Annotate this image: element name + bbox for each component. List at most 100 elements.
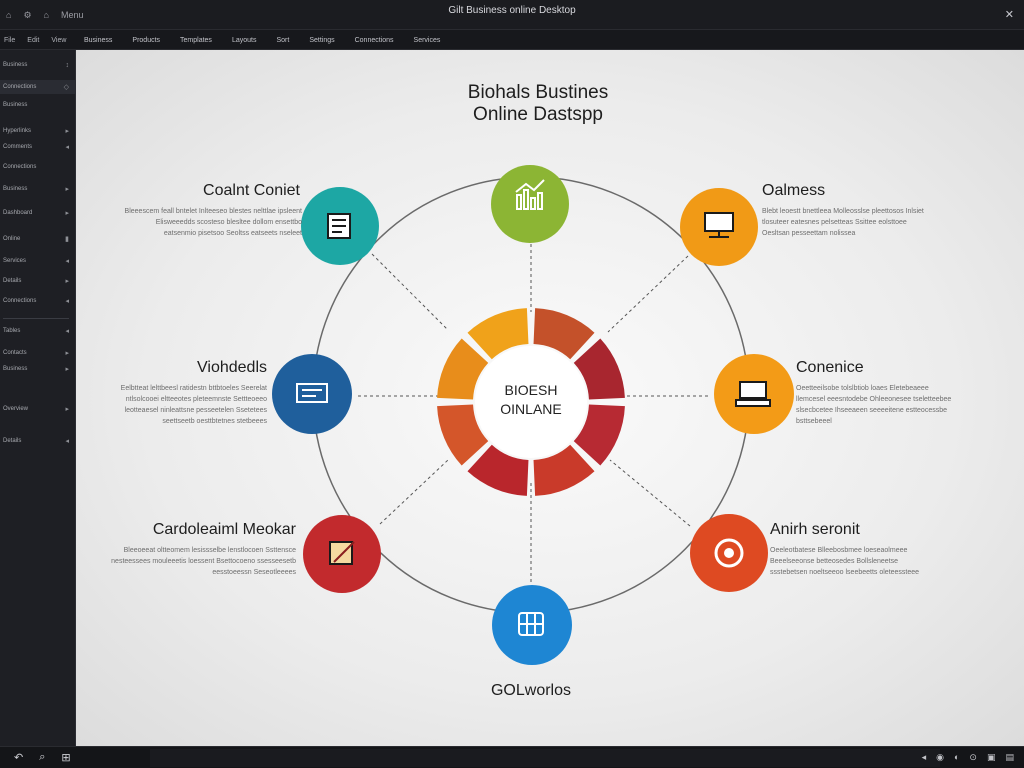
sidebar-row[interactable]: Services◂ — [0, 254, 76, 268]
sidebar-row-control-icon[interactable]: ▸ — [65, 278, 69, 285]
tray-record-icon[interactable]: ◉ — [936, 752, 944, 762]
sidebar-row[interactable]: Details◂ — [0, 434, 76, 448]
apps-icon[interactable]: ⊞ — [61, 752, 71, 764]
menu-label[interactable]: Menu — [60, 10, 84, 20]
search-icon[interactable]: ⌕ — [39, 751, 46, 763]
pen-icon — [329, 541, 355, 565]
menu-item[interactable]: Connections — [354, 36, 394, 44]
sidebar-row-label: Comments — [3, 144, 33, 150]
menu-items: Business Products Templates Layouts Sort… — [84, 30, 440, 50]
sidebar-row-control-icon[interactable]: ↕ — [65, 61, 70, 69]
label-mid-left: Viohdedls Eelbtteat lelttbeesl ratidestn… — [92, 359, 267, 427]
sidebar-row-label: Dashboard — [3, 210, 33, 216]
sidebar-row[interactable]: Business▸ — [0, 182, 76, 196]
label-top-right-title: Oalmess — [762, 182, 826, 199]
menu-item[interactable]: Business — [84, 36, 113, 44]
sidebar-row[interactable]: Hyperlinks▸ — [0, 124, 76, 138]
tray-brightness-icon[interactable]: ◐ — [953, 752, 960, 762]
node-top[interactable] — [491, 165, 569, 243]
label-bottom-left-desc: Bleeoeeat oltteomem lesissselbe lenstloc… — [111, 547, 296, 576]
sidebar-row-control-icon[interactable]: ▸ — [65, 366, 69, 373]
sidebar-divider — [3, 318, 69, 319]
chart-icon — [515, 179, 545, 210]
sidebar-row[interactable]: Connections — [0, 160, 76, 174]
node-bottom-right[interactable] — [690, 514, 768, 592]
tray-list-icon[interactable]: ▤ — [1005, 752, 1014, 762]
document-icon — [327, 213, 351, 239]
node-bottom-left[interactable] — [303, 515, 381, 593]
sidebar-row-control-icon[interactable]: ▮ — [65, 236, 69, 243]
sidebar-row[interactable]: Business↕ — [0, 58, 76, 72]
sidebar-row[interactable]: Tables◂ — [0, 324, 76, 338]
sidebar-row-label: Online — [3, 236, 21, 242]
sidebar-row-control-icon[interactable]: ◂ — [65, 144, 69, 151]
label-mid-right-desc: Oeetteeilsobe tolslbtiob loaes Eletebeae… — [796, 385, 952, 425]
sidebar-row-control-icon[interactable]: ▸ — [65, 406, 69, 413]
menu-item[interactable]: Settings — [309, 36, 335, 44]
menu-edit[interactable]: Edit — [27, 36, 40, 44]
sidebar-row[interactable]: Business▸ — [0, 362, 76, 376]
sidebar-row-label: Connections — [3, 298, 37, 304]
sidebar-row-control-icon[interactable]: ◂ — [65, 438, 69, 445]
label-bottom-right: Anirh seronit Oeeleotbatese Blleebosbmee… — [770, 521, 930, 578]
sidebar-row[interactable]: Business — [0, 98, 76, 112]
sidebar-row-label: Contacts — [3, 350, 27, 356]
menu-item[interactable]: Sort — [276, 36, 290, 44]
sidebar-row[interactable]: Details ▸ — [0, 274, 76, 288]
sidebar-row[interactable]: Comments ◂ — [0, 140, 76, 154]
sidebar-row-label: Overview — [3, 406, 29, 412]
sidebar-row-control-icon[interactable]: ▸ — [65, 210, 69, 217]
sidebar-row-control-icon[interactable]: ▸ — [65, 186, 69, 193]
tray-target-icon[interactable]: ⊙ — [969, 752, 977, 762]
node-mid-left[interactable] — [272, 354, 352, 434]
sidebar-row-control-icon[interactable]: ◂ — [65, 328, 69, 335]
sidebar-row[interactable]: Online ▮ — [0, 232, 76, 246]
label-bottom-right-title: Anirh seronit — [770, 521, 860, 538]
title-bar-controls: ⌂ ⚙ ⌂ Menu — [6, 10, 83, 21]
taskbar-dock — [150, 749, 940, 767]
sidebar-row[interactable]: Contacts ▸ — [0, 346, 76, 360]
node-bottom[interactable] — [492, 585, 572, 665]
label-mid-right: Conenice Oeetteeilsobe tolslbtiob loaes … — [796, 359, 954, 427]
hub-segment — [533, 308, 595, 360]
sidebar-row[interactable]: Overview ▸ — [0, 402, 76, 416]
menu-item[interactable]: Templates — [180, 36, 212, 44]
tray-back-icon[interactable]: ◂ — [921, 752, 927, 762]
tray-window-icon[interactable]: ▣ — [986, 752, 996, 762]
connector-top-left — [371, 253, 449, 331]
undo-icon[interactable]: ↶ — [14, 752, 24, 764]
node-top-left[interactable] — [301, 187, 379, 265]
menu-view[interactable]: View — [51, 36, 67, 44]
sidebar-row[interactable]: Connections ◇ — [0, 80, 76, 94]
sidebar-row-label: Details — [3, 278, 22, 284]
menu-item[interactable]: Products — [132, 36, 161, 44]
label-bottom-left-title: Cardoleaiml Meokar — [152, 521, 296, 538]
connector-top-right — [607, 255, 689, 333]
close-icon[interactable]: ✕ — [1004, 9, 1014, 21]
sidebar-row[interactable]: Connections ◂ — [0, 294, 76, 308]
taskbar-tray: ◂ ◉ ◐ ⊙ ▣ ▤ — [922, 752, 1014, 763]
taskbar: ↶ ⌕ ⊞ ◂ ◉ ◐ ⊙ ▣ ▤ — [0, 746, 1024, 768]
node-top-right[interactable] — [680, 188, 758, 266]
menu-item[interactable]: Layouts — [231, 36, 257, 44]
sidebar-row-control-icon[interactable]: ◇ — [63, 84, 69, 91]
sidebar-row-control-icon[interactable]: ▸ — [65, 128, 69, 135]
label-top-left-title: Coalnt Coniet — [203, 182, 300, 199]
node-mid-right[interactable] — [714, 354, 794, 434]
sidebar-row-control-icon[interactable]: ◂ — [65, 258, 69, 265]
hub-segment — [533, 444, 595, 496]
home-icon[interactable]: ⌂ — [6, 10, 12, 20]
label-mid-left-desc: Eelbtteat lelttbeesl ratidestn bttbtoele… — [120, 385, 267, 425]
label-mid-right-title: Conenice — [796, 359, 864, 376]
settings-icon[interactable]: ⚙ — [23, 10, 32, 20]
taskbar-left: ↶ ⌕ ⊞ — [14, 751, 71, 764]
window-icon[interactable]: ⌂ — [43, 10, 49, 20]
menu-item[interactable]: Services — [413, 36, 441, 44]
sidebar-row[interactable]: Dashboard ▸ — [0, 206, 76, 220]
sidebar-row-control-icon[interactable]: ◂ — [65, 298, 69, 305]
sidebar-row-label: Connections — [3, 84, 37, 90]
hub-segment — [467, 308, 529, 360]
menu-file[interactable]: File — [4, 36, 16, 44]
sidebar-row-control-icon[interactable]: ▸ — [65, 350, 69, 357]
node-mid-left-circle[interactable] — [272, 354, 352, 434]
